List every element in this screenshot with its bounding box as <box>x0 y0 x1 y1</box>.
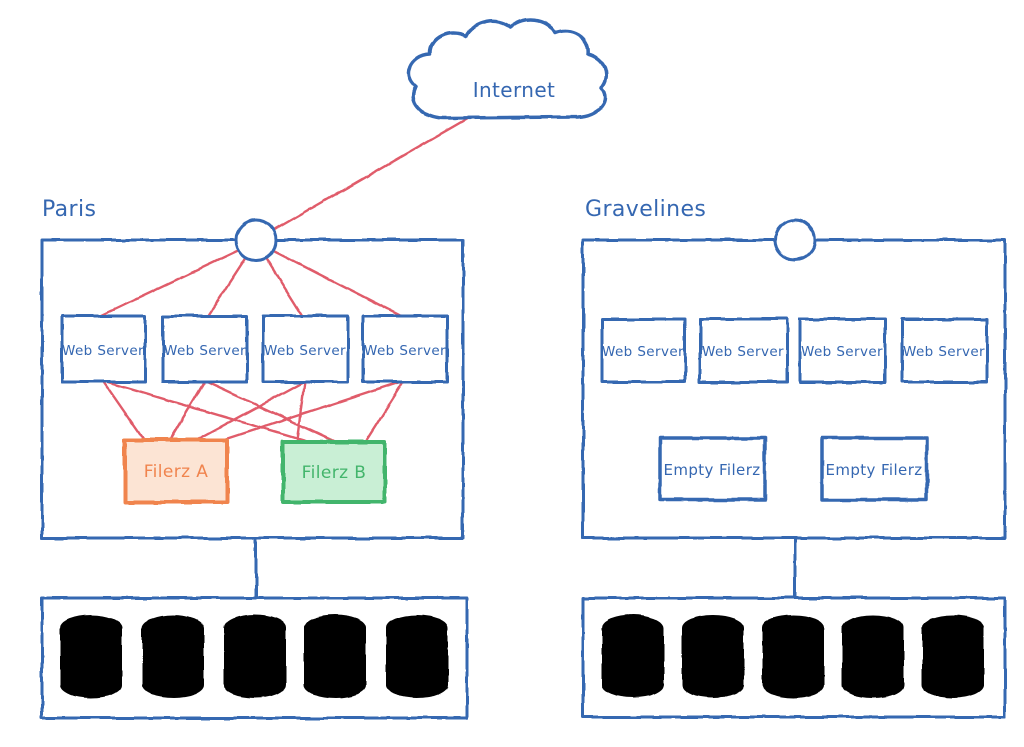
link-ws4-filerz-a <box>212 379 406 445</box>
paris-disk-1 <box>60 615 122 698</box>
empty-filerz-1-label: Empty Filerz <box>663 461 760 479</box>
filerz-a-box <box>123 438 229 504</box>
link-internet-to-paris-lb <box>270 115 472 233</box>
paris-web-server-1-label: Web Server <box>62 343 144 359</box>
filerz-b-label: Filerz B <box>302 463 367 483</box>
gravelines-web-server-1-box <box>600 317 687 384</box>
gravelines-disk-5 <box>922 615 984 698</box>
paris-web-server-3-label: Web Server <box>264 343 346 359</box>
link-ws2-filerz-a <box>166 379 207 445</box>
gravelines-disk-3 <box>762 615 824 698</box>
link-lb-to-web-server-4 <box>255 240 405 319</box>
gravelines-label: Gravelines <box>585 197 706 222</box>
gravelines-web-server-1-label: Web Server <box>602 344 684 360</box>
paris-disk-5 <box>386 615 448 698</box>
filerz-a-label: Filerz A <box>144 462 209 482</box>
empty-filerz-2-label: Empty Filerz <box>825 461 922 479</box>
paris-web-server-3-box <box>261 314 350 384</box>
paris-storage-shelf <box>40 596 469 720</box>
paris-web-server-4-box <box>361 314 449 384</box>
paris-web-server-2-box <box>161 314 249 384</box>
paris-disk-3 <box>224 615 286 698</box>
internet-cloud-group <box>407 18 608 120</box>
gravelines-web-server-2-box <box>698 317 789 384</box>
gravelines-disk-2 <box>682 615 744 698</box>
paris-disk-4 <box>304 615 366 698</box>
link-ws2-filerz-b <box>203 379 342 446</box>
paris-datacenter <box>40 218 469 720</box>
gravelines-storage-shelf <box>581 596 1007 719</box>
filerz-b-box <box>281 440 387 504</box>
gravelines-disk-4 <box>842 615 904 698</box>
link-ws3-filerz-a <box>189 379 307 445</box>
gravelines-web-server-3-label: Web Server <box>801 344 883 360</box>
paris-web-server-1-box <box>60 314 147 384</box>
link-ws3-filerz-b <box>295 379 307 446</box>
paris-label: Paris <box>42 197 96 222</box>
link-lb-to-web-server-1 <box>96 240 258 319</box>
link-ws4-filerz-b <box>362 379 406 446</box>
link-ws1-filerz-a <box>101 379 148 445</box>
paris-disk-2 <box>142 615 204 698</box>
gravelines-disk-1 <box>602 615 664 698</box>
paris-web-server-4-label: Web Server <box>364 343 446 359</box>
paris-load-balancer-icon <box>234 218 278 262</box>
gravelines-web-server-2-label: Web Server <box>702 344 784 360</box>
empty-filerz-1-box <box>658 436 767 502</box>
link-ws1-filerz-b <box>101 379 318 446</box>
gravelines-web-server-4-label: Web Server <box>903 344 985 360</box>
gravelines-load-balancer-icon <box>773 218 817 262</box>
internet-cloud-icon <box>407 18 608 120</box>
gravelines-web-server-4-box <box>900 317 989 384</box>
traffic-links <box>96 115 472 446</box>
gravelines-boundary <box>581 238 1007 540</box>
empty-filerz-2-box <box>820 436 929 502</box>
internet-label: Internet <box>473 78 556 102</box>
labels: Internet Paris Gravelines Web Server Web… <box>42 78 985 483</box>
gravelines-datacenter <box>581 218 1007 719</box>
gravelines-web-server-3-box <box>798 317 887 384</box>
paris-web-server-2-label: Web Server <box>164 343 246 359</box>
